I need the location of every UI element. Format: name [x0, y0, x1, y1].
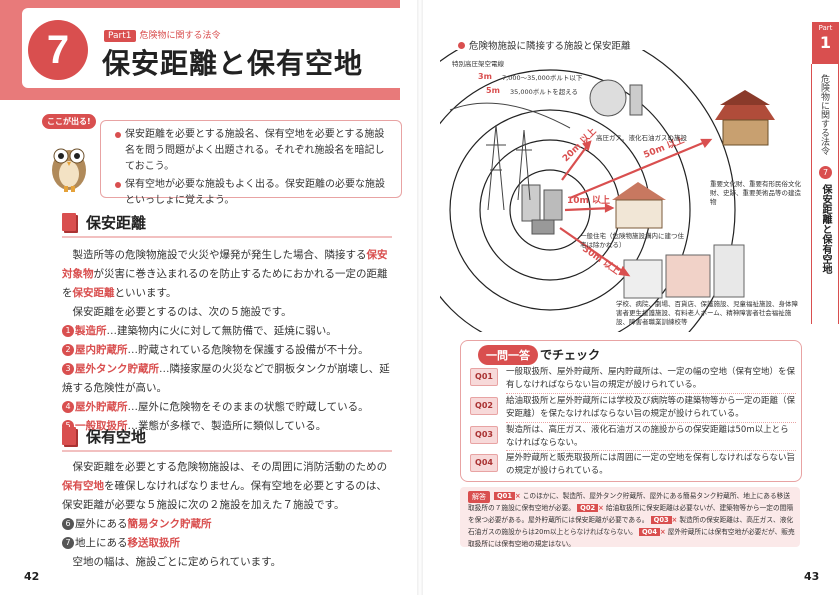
side-tab-chapter-num: 7: [819, 166, 832, 179]
school-label: 学校、病院、劇場、百貨店、保護施設、児童福祉施設、身体障害者更生援護施設、有料老…: [616, 300, 798, 326]
explanation-label: 解答: [468, 491, 490, 503]
section2-paragraph: 保安距離を必要とする危険物施設は、その周囲に消防活動のための保有空地を確保しなけ…: [62, 461, 388, 511]
section1-paragraph: 保安距離を必要とするのは、次の５施設です。: [72, 306, 292, 318]
tank-facility: [521, 184, 563, 235]
quiz-divider: [506, 450, 796, 451]
right-page: 危険物施設に隣接する施設と保安距離: [420, 0, 839, 595]
point-bubble: ここが出る!: [42, 114, 96, 129]
section2-body: 保安距離を必要とする危険物施設は、その周囲に消防活動のための保有空地を確保しなけ…: [62, 458, 394, 572]
side-tab-border: [811, 64, 812, 324]
gas-label: 高圧ガス、液化石油ガスの施設: [596, 134, 687, 142]
section-heading-hoyu-kuchi: 保有空地: [62, 426, 146, 447]
book-icon: [62, 213, 76, 231]
school-hospital-icon: [623, 244, 745, 299]
chapter-number-badge: 7: [28, 20, 88, 80]
gas-tank-icon: [589, 79, 643, 117]
section1-body: 製造所等の危険物施設で火災や爆発が発生した場合、隣接する保安対象物が災害に巻き込…: [62, 246, 394, 436]
power-tower-icon: [449, 102, 571, 211]
hv-line-label: 特別高圧架空電線: [452, 60, 504, 68]
section2-paragraph: 空地の幅は、施設ごとに定められています。: [72, 556, 282, 568]
side-tab-part-title: 危険物に関する法令: [819, 74, 829, 155]
hv-5m-label: 5m: [486, 86, 500, 95]
key-point: 保安距離を必要とする施設名、保有空地を必要とする施設名を問う問題がよく出題される…: [115, 127, 393, 175]
book-icon: [62, 427, 76, 445]
house-icon: [612, 182, 666, 229]
hv-3m-note: 7,000〜35,000ボルト以下: [502, 74, 583, 82]
chapter-header: [22, 8, 419, 88]
house-label: 一般住宅（危険物施設構内に建つ住宅は除かれる）: [580, 232, 684, 249]
section-heading-hoan-kyori: 保安距離: [62, 212, 146, 233]
quiz-divider: [506, 393, 796, 394]
quiz-divider: [506, 422, 796, 423]
hv-3m-label: 3m: [478, 72, 492, 81]
part-label: Part1: [104, 30, 136, 42]
gutter: [417, 0, 423, 595]
page-number-left: 42: [24, 570, 40, 583]
hv-5m-note: 35,000ボルトを超える: [510, 88, 579, 96]
distance-illustration: 20m 以上 50m 以上 10m 以上 30m 以上: [440, 50, 775, 332]
temple-icon: [715, 90, 775, 146]
culture-label: 重要文化財、重要有形民俗文化財、史跡、重要美術品等の建造物: [710, 180, 801, 206]
part-title: 危険物に関する法令: [139, 31, 221, 41]
section1-paragraph: 製造所等の危険物施設で火災や爆発が発生した場合、隣接する保安対象物が災害に巻き込…: [62, 249, 388, 299]
owl-mascot-icon: [52, 148, 86, 192]
quiz-heading: 一問一答でチェック: [478, 345, 600, 365]
section-divider: [62, 236, 392, 238]
chapter-title: 保安距離と保有空地: [102, 47, 364, 80]
section-divider: [62, 450, 392, 452]
bullet-icon: [458, 42, 465, 49]
dist-label: 10m 以上: [567, 194, 610, 206]
side-tab-chapter-title: 保安距離と保有空地: [820, 184, 831, 274]
distance-arrows: [559, 138, 713, 277]
key-point: 保有空地が必要な施設もよく出る。保安距離の必要な施設といっしょに覚えよう。: [115, 177, 393, 209]
figure-title: 危険物施設に隣接する施設と保安距離: [458, 38, 631, 52]
explanation-box: [460, 487, 800, 547]
key-points-box: 保安距離を必要とする施設名、保有空地を必要とする施設名を問う問題がよく出題される…: [100, 120, 402, 206]
page-number-right: 43: [804, 570, 820, 583]
explanation-text: Q01× このほかに、製造所、屋外タンク貯蔵所、屋外にある簡易タンク貯蔵所、地上…: [468, 492, 795, 548]
